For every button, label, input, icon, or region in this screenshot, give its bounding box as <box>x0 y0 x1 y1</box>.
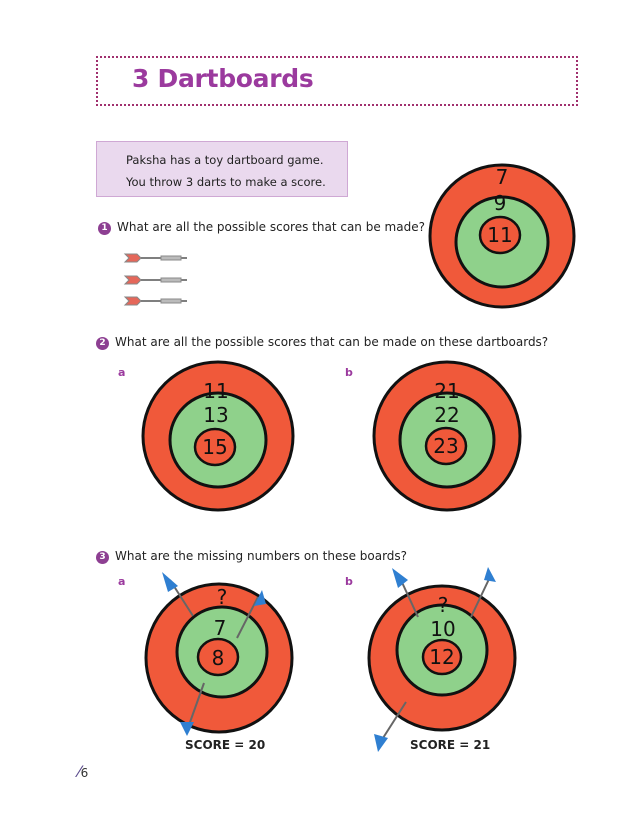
question-text: What are the missing numbers on these bo… <box>115 549 408 563</box>
label-3b: b <box>345 575 353 588</box>
title-frame <box>96 56 578 106</box>
intro-line-2: You throw 3 darts to make a score. <box>126 175 326 189</box>
question-2: 2 What are all the possible scores that c… <box>96 335 548 350</box>
ring-inner: 8 <box>212 646 225 670</box>
ring-middle: 9 <box>494 191 507 215</box>
dartboard-3b: ? 10 12 <box>367 567 517 752</box>
question-1: 1 What are all the possible scores that c… <box>98 220 425 235</box>
dart-icon <box>162 572 266 736</box>
ring-inner: 12 <box>429 645 454 669</box>
page-title: 3 Dartboards <box>132 64 314 93</box>
dart-icon <box>374 567 496 752</box>
dartboard-2b: 21 22 23 <box>372 360 522 512</box>
ring-outer: ? <box>217 585 228 609</box>
ring-inner: 11 <box>487 223 512 247</box>
ring-middle: 13 <box>203 403 228 427</box>
intro-line-1: Paksha has a toy dartboard game. <box>126 153 324 167</box>
page-mark-icon: ⁄ <box>78 762 81 781</box>
question-3: 3 What are the missing numbers on these b… <box>96 549 407 564</box>
dart-icon <box>123 253 187 306</box>
question-number: 2 <box>96 337 109 350</box>
score-3a: SCORE = 20 <box>185 738 266 752</box>
ring-outer: ? <box>438 593 449 617</box>
question-text: What are all the possible scores that ca… <box>115 335 549 349</box>
ring-inner: 23 <box>433 434 458 458</box>
ring-outer: 21 <box>434 379 459 403</box>
label-3a: a <box>118 575 126 588</box>
dartboard-3a: ? 7 8 <box>144 572 294 736</box>
page-number: ⁄6 <box>78 762 89 781</box>
question-number: 1 <box>98 222 111 235</box>
question-number: 3 <box>96 551 109 564</box>
label-2a: a <box>118 366 126 379</box>
ring-outer: 11 <box>203 379 228 403</box>
ring-middle: 10 <box>430 617 455 641</box>
dartboard-2a: 11 13 15 <box>141 360 295 512</box>
dartboard-q1: 7 9 11 <box>428 163 576 309</box>
question-text: What are all the possible scores that ca… <box>117 220 425 234</box>
label-2b: b <box>345 366 353 379</box>
ring-middle: 22 <box>434 403 459 427</box>
ring-inner: 15 <box>202 435 227 459</box>
score-3b: SCORE = 21 <box>410 738 491 752</box>
intro-box: Paksha has a toy dartboard game. You thr… <box>96 141 348 197</box>
ring-outer: 7 <box>496 165 509 189</box>
ring-middle: 7 <box>214 616 227 640</box>
